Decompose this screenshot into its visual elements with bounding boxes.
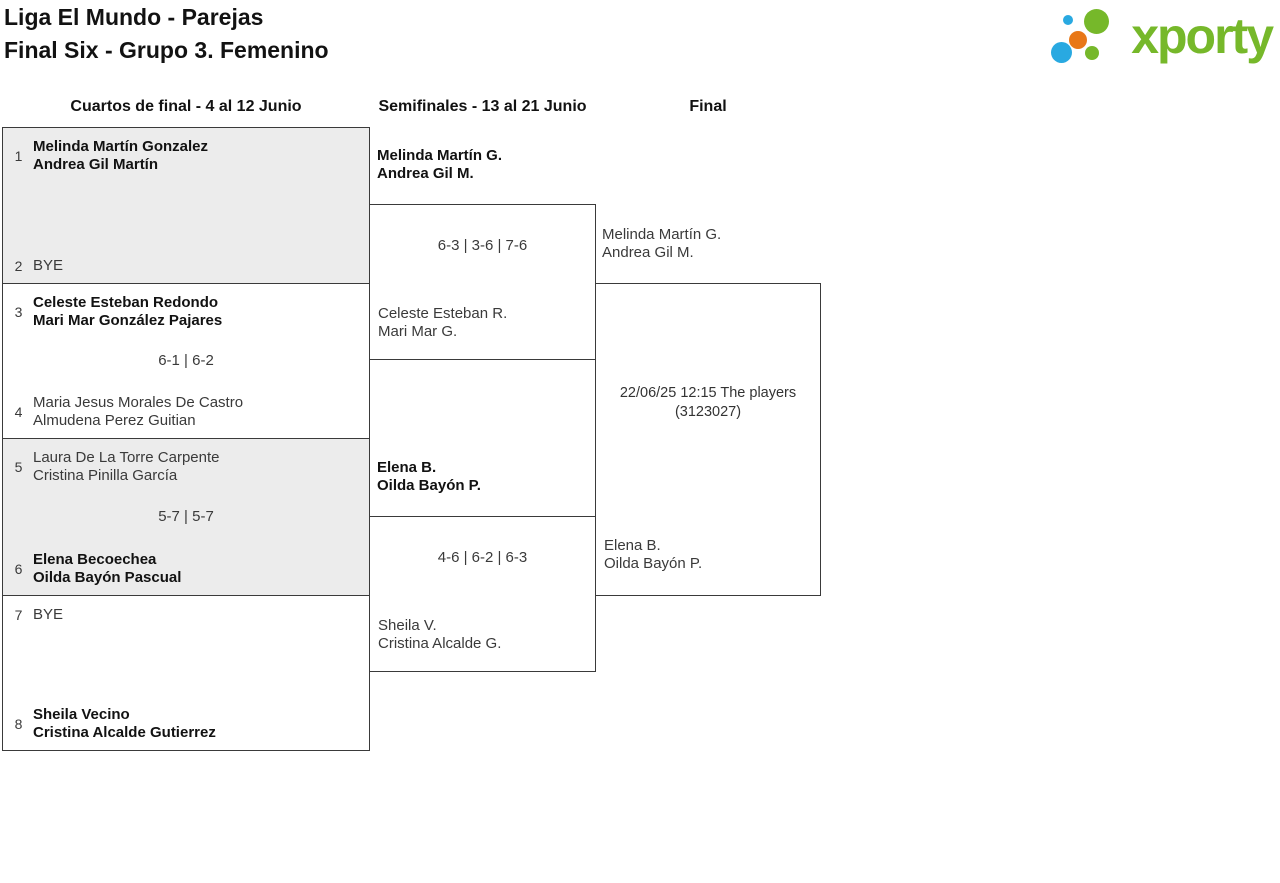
player-name: Laura De La Torre Carpente <box>33 449 220 466</box>
match-box-semifinal-2[interactable]: 4-6 | 6-2 | 6-3 Sheila V. Cristina Alcal… <box>369 516 596 672</box>
xporty-logo-icon[interactable] <box>1050 6 1114 68</box>
match-score: 6-3 | 3-6 | 7-6 <box>437 237 528 254</box>
player-name: Oilda Bayón Pascual <box>33 569 182 586</box>
logo-dot-orange <box>1069 31 1087 49</box>
match-datetime-venue: 22/06/25 12:15 The players <box>619 385 797 401</box>
match-box-quarterfinal-2[interactable]: 3 Celeste Esteban Redondo Mari Mar Gonzá… <box>2 283 370 439</box>
semifinal-1-bottom-team: Celeste Esteban R. Mari Mar G. <box>378 305 507 341</box>
player-name: Sheila Vecino <box>33 706 130 723</box>
player-name: BYE <box>33 606 64 623</box>
logo-dot-blue-small <box>1063 15 1073 25</box>
player-name: Elena Becoechea <box>33 551 157 568</box>
xporty-logo-wordmark[interactable]: xporty <box>1131 8 1274 64</box>
round-header-semifinals: Semifinales - 13 al 21 Junio <box>378 98 587 115</box>
player-name: Oilda Bayón P. <box>604 555 703 572</box>
semifinal-1-top-team: Melinda Martín G. Andrea Gil M. <box>377 147 502 183</box>
player-name: Oilda Bayón P. <box>377 477 481 494</box>
player-name: Andrea Gil Martín <box>33 156 159 173</box>
team-names: Melinda Martín Gonzalez Andrea Gil Martí… <box>33 138 208 174</box>
round-header-quarterfinals: Cuartos de final - 4 al 12 Junio <box>70 98 302 115</box>
player-name: Andrea Gil M. <box>602 244 694 261</box>
match-box-quarterfinal-4[interactable]: 7 BYE 8 Sheila Vecino Cristina Alcalde G… <box>2 595 370 751</box>
player-name: Elena B. <box>604 537 661 554</box>
player-name: BYE <box>33 257 64 274</box>
player-name: Melinda Martín Gonzalez <box>33 138 209 155</box>
final-top-team: Melinda Martín G. Andrea Gil M. <box>602 226 721 262</box>
player-name: Cristina Pinilla García <box>33 467 178 484</box>
final-match-schedule: 22/06/25 12:15 The players (3123027) <box>596 384 820 422</box>
team-slot: 7 BYE <box>11 606 63 624</box>
player-name: Andrea Gil M. <box>377 165 474 182</box>
player-name: Almudena Perez Guitian <box>33 412 196 429</box>
seed-number: 5 <box>14 459 23 475</box>
semifinal-2-top-team: Elena B. Oilda Bayón P. <box>377 459 481 495</box>
team-slot: 1 Melinda Martín Gonzalez Andrea Gil Mar… <box>11 138 208 174</box>
player-name: Celeste Esteban Redondo <box>33 294 219 311</box>
team-slot: 4 Maria Jesus Morales De Castro Almudena… <box>11 394 243 430</box>
seed-number: 3 <box>14 304 23 320</box>
team-names: Elena Becoechea Oilda Bayón Pascual <box>33 551 181 587</box>
tournament-stage: Final Six - Grupo 3. Femenino <box>4 37 329 63</box>
seed-number: 7 <box>14 607 23 623</box>
player-name: Melinda Martín G. <box>602 226 722 243</box>
team-slot: 6 Elena Becoechea Oilda Bayón Pascual <box>11 551 182 587</box>
seed-number: 8 <box>14 716 23 732</box>
match-box-final[interactable]: 22/06/25 12:15 The players (3123027) Ele… <box>595 283 821 596</box>
match-score: 4-6 | 6-2 | 6-3 <box>437 549 528 566</box>
seed-number: 2 <box>14 258 23 274</box>
match-box-quarterfinal-1[interactable]: 1 Melinda Martín Gonzalez Andrea Gil Mar… <box>2 127 370 284</box>
round-header-final: Final <box>689 98 727 115</box>
logo-dot-green-big <box>1084 9 1109 34</box>
player-name: Cristina Alcalde Gutierrez <box>33 724 216 741</box>
player-name: Mari Mar G. <box>378 323 458 340</box>
team-names: BYE <box>33 257 63 275</box>
team-names: Maria Jesus Morales De Castro Almudena P… <box>33 394 243 430</box>
player-name: Maria Jesus Morales De Castro <box>33 394 244 411</box>
player-name: Sheila V. <box>378 617 437 634</box>
logo-dot-green-small <box>1085 46 1099 60</box>
player-name: Elena B. <box>377 459 437 476</box>
match-score: 6-1 | 6-2 <box>158 352 214 369</box>
team-slot: 2 BYE <box>11 257 63 275</box>
match-id: (3123027) <box>674 404 742 420</box>
team-slot: 5 Laura De La Torre Carpente Cristina Pi… <box>11 449 220 485</box>
match-box-quarterfinal-3[interactable]: 5 Laura De La Torre Carpente Cristina Pi… <box>2 438 370 596</box>
player-name: Celeste Esteban R. <box>378 305 508 322</box>
tournament-name: Liga El Mundo - Parejas <box>4 4 264 30</box>
team-slot: 8 Sheila Vecino Cristina Alcalde Gutierr… <box>11 706 216 742</box>
seed-number: 1 <box>14 148 23 164</box>
team-names: Laura De La Torre Carpente Cristina Pini… <box>33 449 220 485</box>
player-name: Melinda Martín G. <box>377 147 503 164</box>
player-name: Cristina Alcalde G. <box>378 635 502 652</box>
page-title: Liga El Mundo - Parejas Final Six - Grup… <box>4 1 329 67</box>
team-names: Celeste Esteban Redondo Mari Mar Gonzále… <box>33 294 222 330</box>
player-name: Mari Mar González Pajares <box>33 312 223 329</box>
seed-number: 4 <box>14 404 23 420</box>
logo-dot-blue-big <box>1051 42 1072 63</box>
team-names: BYE <box>33 606 63 624</box>
seed-number: 6 <box>14 561 23 577</box>
final-bottom-team: Elena B. Oilda Bayón P. <box>604 537 702 573</box>
team-names: Sheila Vecino Cristina Alcalde Gutierrez <box>33 706 216 742</box>
semifinal-2-bottom-team: Sheila V. Cristina Alcalde G. <box>378 617 501 653</box>
match-box-semifinal-1[interactable]: 6-3 | 3-6 | 7-6 Celeste Esteban R. Mari … <box>369 204 596 360</box>
team-slot: 3 Celeste Esteban Redondo Mari Mar Gonzá… <box>11 294 223 330</box>
match-score: 5-7 | 5-7 <box>158 508 214 525</box>
